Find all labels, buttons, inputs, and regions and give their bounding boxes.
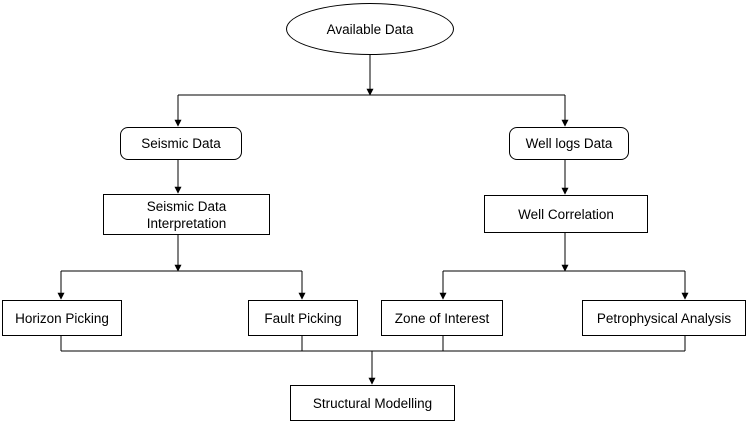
- node-structural-modelling: Structural Modelling: [290, 385, 455, 421]
- structural-modelling-label: Structural Modelling: [312, 395, 433, 411]
- node-petrophysical-analysis: Petrophysical Analysis: [582, 300, 746, 336]
- horizon-picking-label: Horizon Picking: [15, 310, 109, 326]
- node-seismic-data: Seismic Data: [120, 127, 242, 160]
- seismic-data-label: Seismic Data: [141, 136, 221, 151]
- fault-picking-label: Fault Picking: [264, 310, 342, 326]
- node-well-correlation: Well Correlation: [484, 195, 648, 233]
- node-horizon-picking: Horizon Picking: [2, 300, 122, 336]
- node-available-data: Available Data: [286, 3, 454, 55]
- zone-of-interest-label: Zone of Interest: [394, 310, 490, 326]
- node-fault-picking: Fault Picking: [248, 300, 358, 336]
- available-data-label: Available Data: [326, 21, 414, 37]
- petrophysical-analysis-label: Petrophysical Analysis: [596, 310, 732, 326]
- well-correlation-label: Well Correlation: [518, 206, 614, 222]
- well-logs-data-label: Well logs Data: [525, 136, 613, 151]
- node-seismic-data-interpretation: Seismic Data Interpretation: [103, 194, 270, 235]
- node-well-logs-data: Well logs Data: [509, 127, 629, 160]
- seismic-interpretation-label-line2: Interpretation: [146, 215, 227, 231]
- seismic-interpretation-label-line1: Seismic Data: [146, 198, 227, 214]
- node-zone-of-interest: Zone of Interest: [381, 300, 503, 336]
